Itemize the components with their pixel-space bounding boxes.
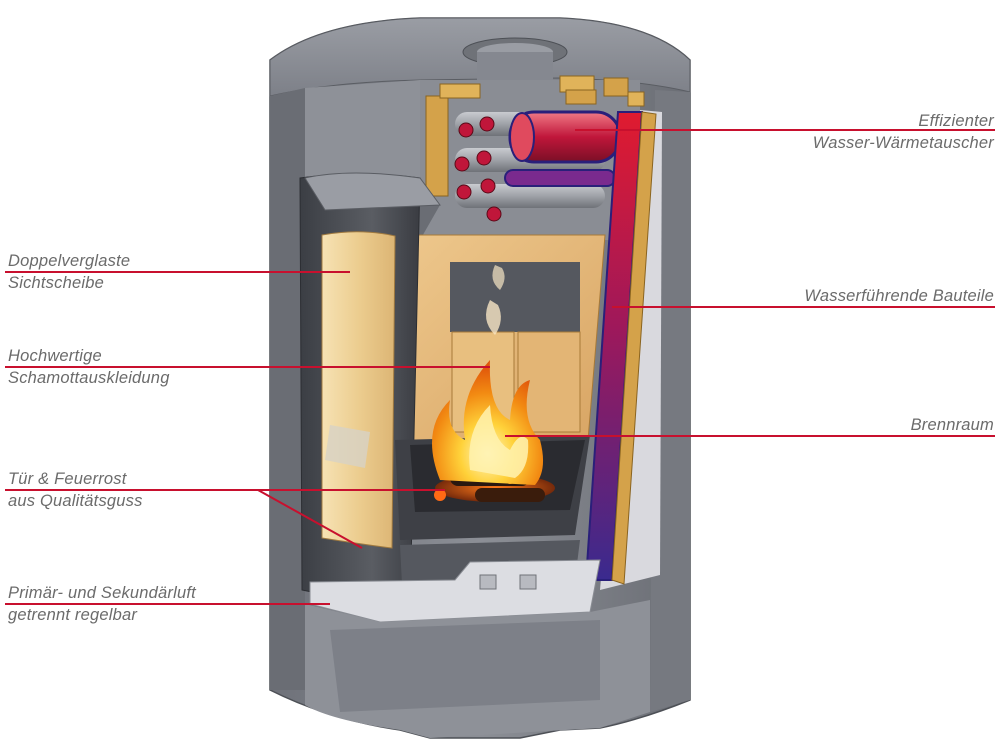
water-heat-exchanger-cylinder [504, 110, 622, 187]
label-line: Wasserführende Bauteile [804, 287, 994, 305]
label-line: Primär- und Sekundärluft [8, 584, 196, 602]
label-firebrick-lining: Hochwertige Schamottauskleidung [8, 345, 170, 389]
label-line: Hochwertige [8, 347, 102, 365]
label-line: Brennraum [910, 416, 994, 434]
label-water-components: Wasserführende Bauteile [804, 285, 994, 307]
insulation-strip [611, 111, 657, 585]
label-door-and-grate: Tür & Feuerrost aus Qualitätsguss [8, 468, 143, 512]
label-line: Tür & Feuerrost [8, 470, 127, 488]
label-combustion-chamber: Brennraum [911, 414, 994, 436]
stove-upper-cavity [305, 80, 420, 190]
double-glazed-window [321, 231, 396, 549]
label-double-glazed-window: Doppelverglaste Sichtscheibe [8, 250, 130, 294]
door-top-handle [304, 172, 441, 211]
label-line: aus Qualitätsguss [8, 492, 143, 510]
label-line: Doppelverglaste [8, 252, 131, 270]
stove-left-panel [270, 88, 305, 690]
label-line: Wasser-Wärmetauscher [812, 134, 994, 152]
flame [432, 265, 544, 485]
leader-line-door-branch [257, 489, 363, 549]
label-line: Effizienter [918, 112, 994, 130]
label-line: getrennt regelbar [8, 606, 138, 624]
label-heat-exchanger: Effizienter Wasser-Wärmetauscher [813, 110, 994, 154]
label-air-control: Primär- und Sekundärluft getrennt regelb… [8, 582, 196, 626]
label-line: Sichtscheibe [8, 274, 104, 292]
label-line: Schamottauskleidung [8, 369, 170, 387]
